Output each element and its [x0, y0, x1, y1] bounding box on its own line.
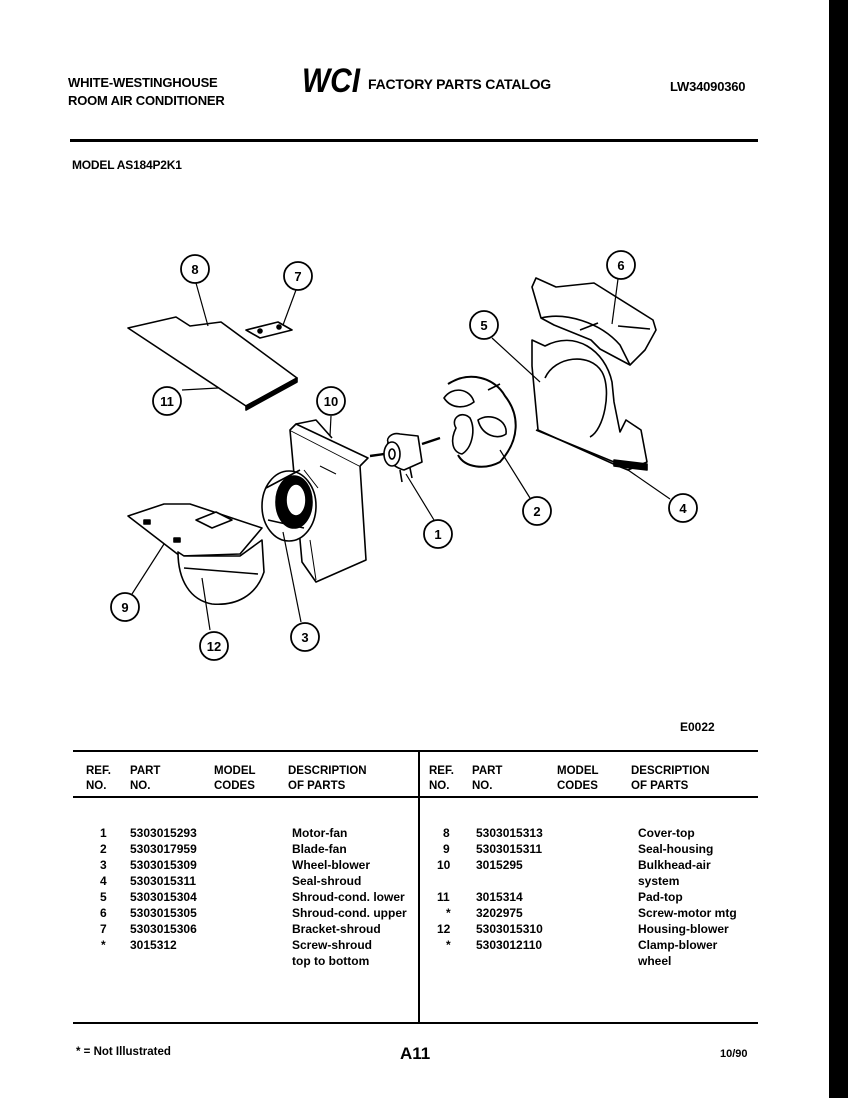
right-row-6-ref: 12 — [437, 922, 451, 936]
part-shroud-lower — [531, 339, 648, 471]
left-row-2-ref: 2 — [100, 842, 107, 856]
right-row-4-desc: Pad-top — [638, 890, 683, 904]
not-illustrated-note: * = Not Illustrated — [76, 1046, 171, 1058]
right-row-1-desc: Cover-top — [638, 826, 695, 840]
callout-7: 7 — [294, 269, 301, 284]
left-row-8-desc: Screw-shroud — [292, 938, 373, 952]
table-header-rule — [73, 796, 758, 798]
right-row-2-desc: Seal-housing — [638, 842, 714, 856]
part-housing-blower — [177, 539, 265, 606]
revision-date: 10/90 — [720, 1048, 748, 1060]
left-row-8-part: 3015312 — [130, 938, 177, 952]
left-row-6-desc: Shroud-cond. upper — [292, 906, 407, 920]
callout-8: 8 — [191, 262, 198, 277]
wci-logo: WCI — [302, 62, 361, 96]
right-row-3-ref: 10 — [437, 858, 451, 872]
hdr-ref-right: REF.NO. — [429, 765, 454, 792]
part-seal-housing — [127, 503, 263, 557]
right-row-7-part: 5303012110 — [476, 938, 543, 952]
left-row-6-ref: 6 — [100, 906, 107, 920]
callout-11: 11 — [160, 394, 174, 409]
part-blade-fan — [447, 375, 517, 468]
brand-line-1: WHITE-WESTINGHOUSE — [68, 75, 218, 90]
right-row-3-desc-cont: system — [638, 874, 680, 888]
page-id: A11 — [400, 1044, 431, 1063]
left-row-1-part: 5303015293 — [130, 826, 197, 840]
right-row-5-desc: Screw-motor mtg — [638, 906, 737, 920]
left-row-6-part: 5303015305 — [130, 906, 197, 920]
left-row-3-part: 5303015309 — [130, 858, 197, 872]
table-divider — [418, 752, 420, 1024]
callout-6: 6 — [617, 258, 624, 273]
callout-4: 4 — [679, 501, 687, 516]
right-row-2-ref: 9 — [443, 842, 450, 856]
catalog-title: FACTORY PARTS CATALOG — [368, 76, 551, 92]
callout-12: 12 — [207, 639, 221, 654]
left-row-4-desc: Seal-shroud — [292, 874, 362, 888]
left-row-8-desc-cont: top to bottom — [292, 954, 370, 968]
callout-2: 2 — [533, 504, 540, 519]
right-row-4-part: 3015314 — [476, 890, 523, 904]
left-row-7-desc: Bracket-shroud — [292, 922, 381, 936]
document-number: LW34090360 — [670, 79, 746, 94]
hdr-ref-left: REF.NO. — [86, 765, 111, 792]
left-row-1-ref: 1 — [100, 826, 107, 840]
right-row-6-desc: Housing-blower — [638, 922, 729, 936]
part-seal-shroud — [613, 459, 648, 471]
right-row-1-ref: 8 — [443, 826, 450, 840]
logo-text: WCI — [302, 62, 361, 96]
page-border-right — [829, 0, 848, 1098]
left-row-2-desc: Blade-fan — [292, 842, 347, 856]
right-row-1-part: 5303015313 — [476, 826, 543, 840]
right-row-3-desc: Bulkhead-air — [638, 858, 711, 872]
left-row-2-part: 5303017959 — [130, 842, 197, 856]
right-row-6-part: 5303015310 — [476, 922, 543, 936]
exploded-parts-diagram: 8 7 6 5 11 10 1 2 4 9 12 3 — [110, 250, 698, 661]
left-row-1-desc: Motor-fan — [292, 826, 348, 840]
left-row-3-desc: Wheel-blower — [292, 858, 371, 872]
left-row-5-desc: Shroud-cond. lower — [292, 890, 405, 904]
callout-1: 1 — [434, 527, 441, 542]
figure-code: E0022 — [680, 720, 715, 734]
left-row-4-ref: 4 — [100, 874, 107, 888]
right-row-5-ref: * — [446, 906, 451, 920]
table-top-rule — [73, 750, 758, 752]
left-row-7-ref: 7 — [100, 922, 107, 936]
left-row-5-part: 5303015304 — [130, 890, 197, 904]
table-bottom-rule — [73, 1022, 758, 1024]
brand-line-2: ROOM AIR CONDITIONER — [68, 93, 225, 108]
callout-5: 5 — [480, 318, 487, 333]
left-row-8-ref: * — [101, 938, 106, 952]
left-row-3-ref: 3 — [100, 858, 107, 872]
left-row-5-ref: 5 — [100, 890, 107, 904]
left-row-4-part: 5303015311 — [130, 874, 197, 888]
part-bracket-shroud — [245, 321, 293, 339]
right-row-7-ref: * — [446, 938, 451, 952]
right-row-4-ref: 11 — [437, 890, 450, 904]
callout-3: 3 — [301, 630, 308, 645]
right-row-7-desc: Clamp-blower — [638, 938, 718, 952]
right-row-5-part: 3202975 — [476, 906, 523, 920]
right-row-2-part: 5303015311 — [476, 842, 543, 856]
model-label: MODEL AS184P2K1 — [72, 158, 182, 172]
callout-10: 10 — [324, 394, 338, 409]
header-rule — [70, 139, 758, 142]
left-row-7-part: 5303015306 — [130, 922, 197, 936]
right-row-3-part: 3015295 — [476, 858, 523, 872]
callout-9: 9 — [121, 600, 128, 615]
part-shroud-upper — [531, 277, 657, 366]
right-row-7-desc-cont: wheel — [638, 954, 672, 968]
